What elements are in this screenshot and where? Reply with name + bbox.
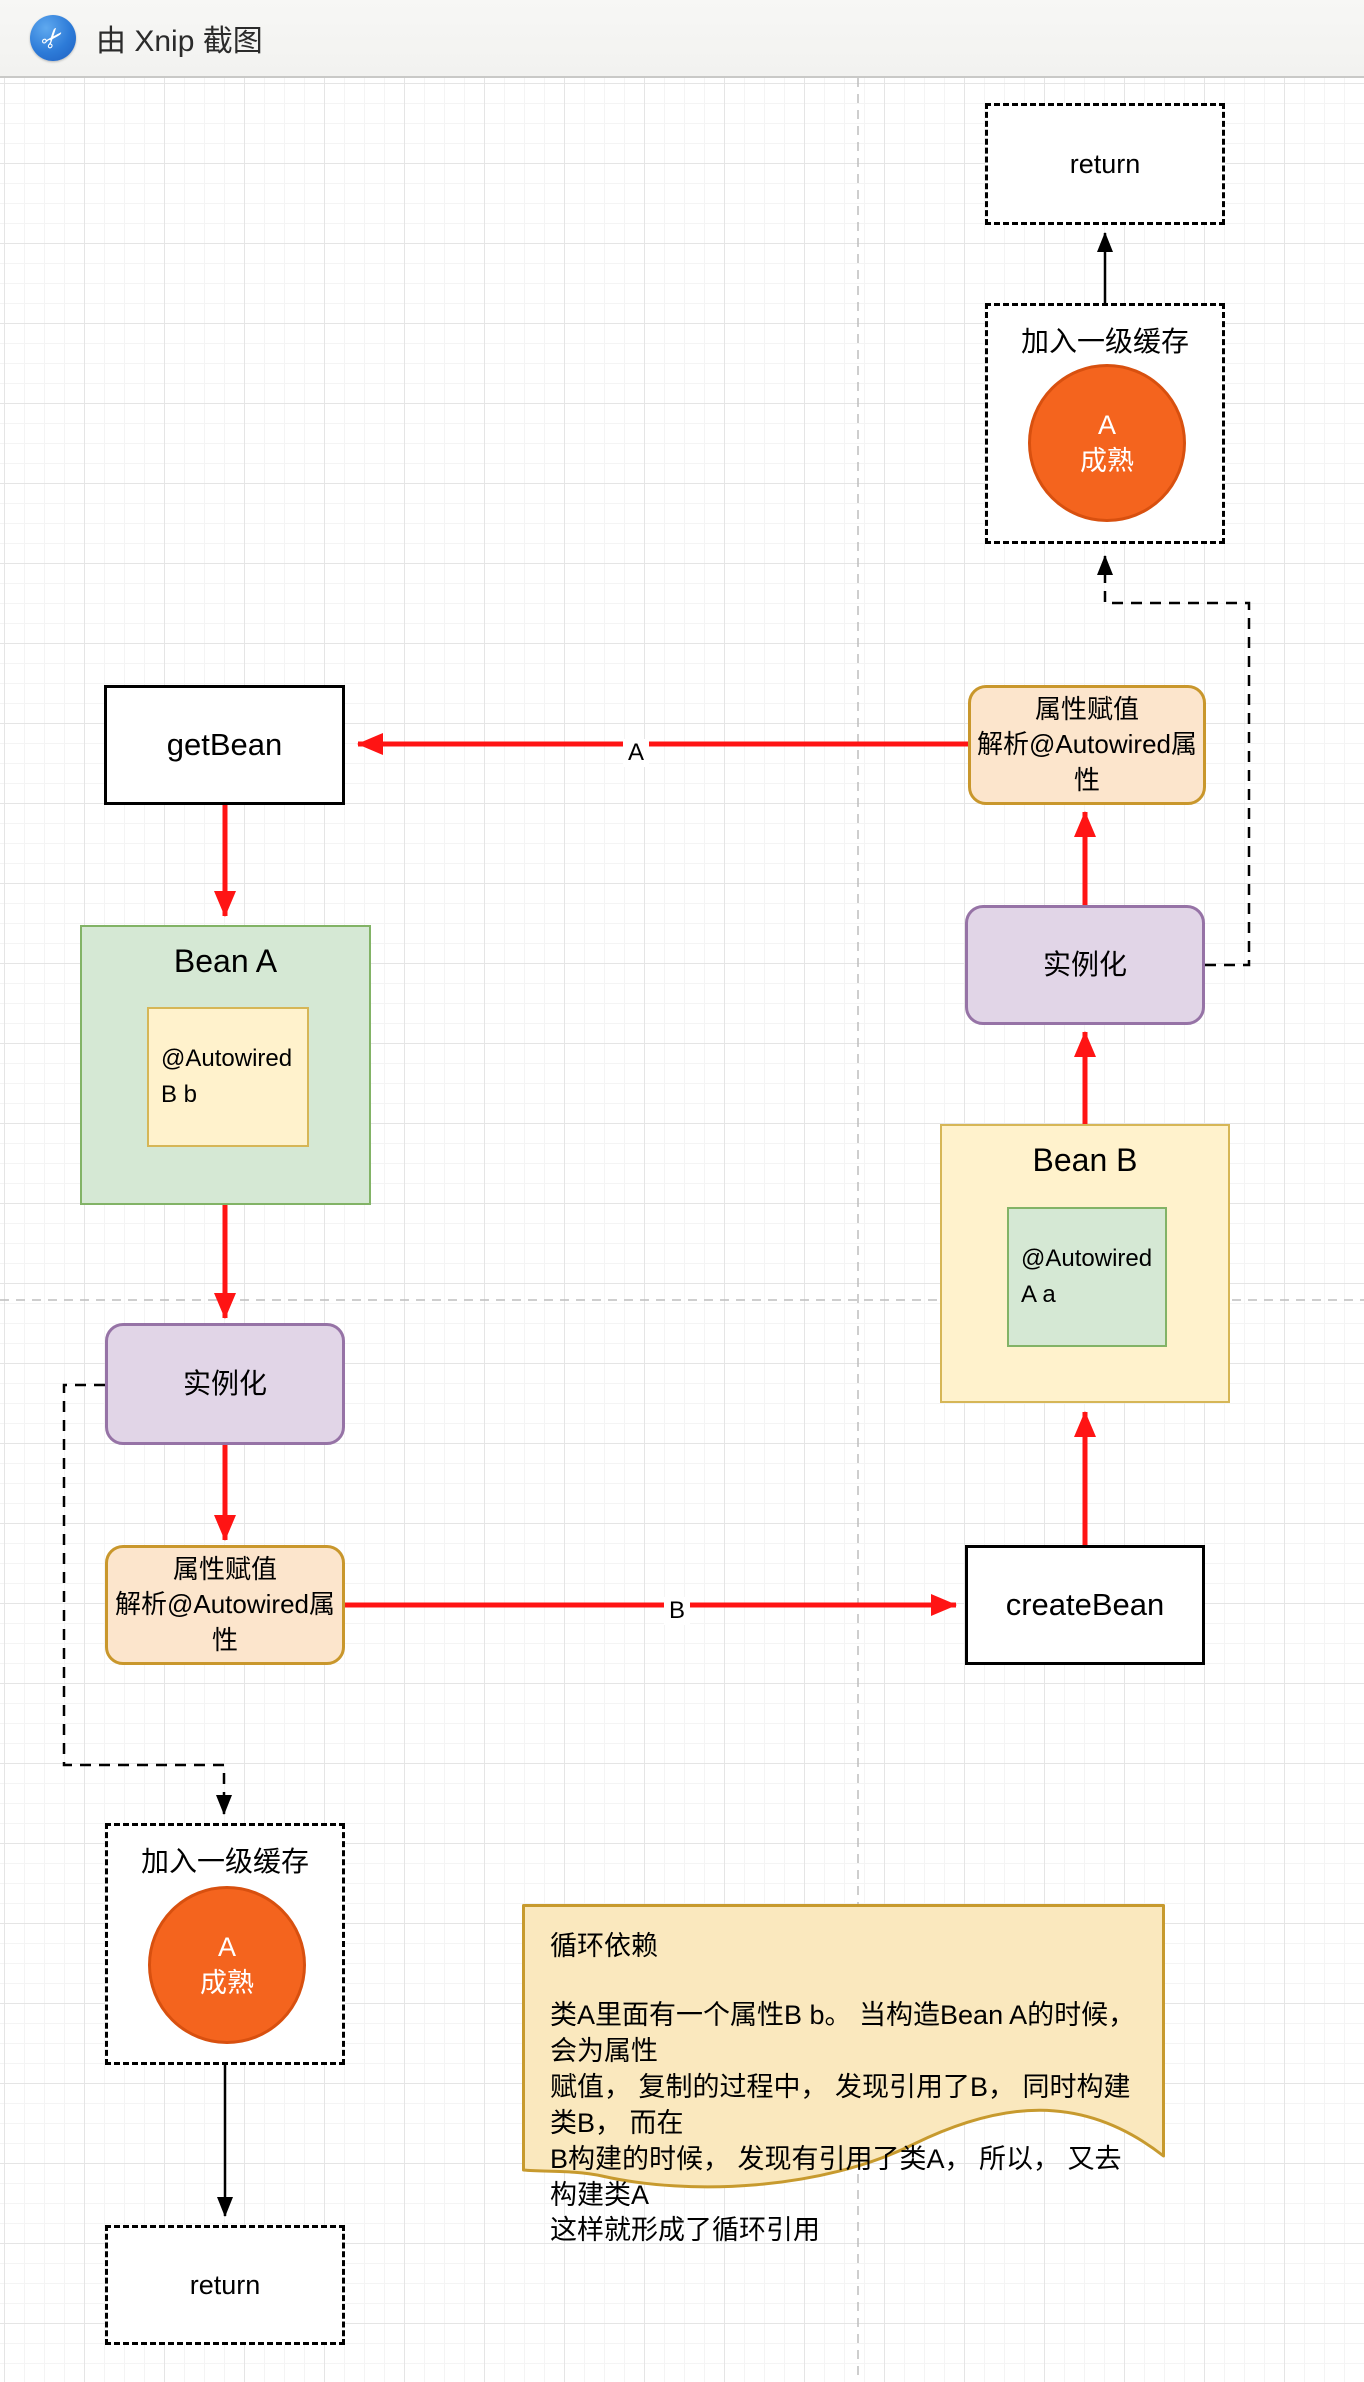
- createbean-label: createBean: [1005, 1587, 1165, 1622]
- prop-right-line1: 属性赋值: [1034, 694, 1139, 725]
- instantiate-right-label: 实例化: [1042, 949, 1127, 981]
- prop-left-line2: 解析@Autowired属性: [114, 1589, 335, 1655]
- node-getbean: getBean: [104, 685, 345, 805]
- node-bean-b: Bean B @Autowired A a: [940, 1124, 1230, 1403]
- node-cache-bottom: 加入一级缓存 A 成熟: [105, 1823, 345, 2065]
- black-dashed-connectors: [62, 555, 1251, 1815]
- circle-bottom-line2: 成熟: [200, 1968, 254, 1998]
- note-circular-dependency: 循环依赖 类A里面有一个属性B b。 当构造Bean A的时候， 会为属性 赋值…: [522, 1904, 1165, 2245]
- prop-left-line1: 属性赋值: [172, 1554, 277, 1585]
- note-title: 循环依赖: [550, 1931, 658, 1961]
- bean-b-field: A a: [1021, 1281, 1056, 1308]
- bean-a-title: Bean A: [173, 943, 278, 979]
- edge-label-b: B: [663, 1597, 691, 1625]
- bean-a-mature-circle-top: A 成熟: [1028, 364, 1186, 522]
- bean-a-mature-circle-bottom: A 成熟: [148, 1886, 306, 2044]
- node-createbean: createBean: [965, 1545, 1205, 1665]
- red-flow-arrows: [214, 733, 1096, 1616]
- dashed-instright-to-cachetop: [1097, 555, 1251, 967]
- note-body: 类A里面有一个属性B b。 当构造Bean A的时候， 会为属性 赋值， 复制的…: [550, 2000, 1136, 2246]
- bean-b-title: Bean B: [1032, 1142, 1138, 1178]
- return-bottom-label: return: [189, 2269, 261, 2300]
- edge-label-a: A: [622, 739, 650, 767]
- node-bean-a: Bean A @Autowired B b: [80, 925, 371, 1205]
- instantiate-left-label: 实例化: [182, 1368, 267, 1400]
- node-return-top: return: [985, 103, 1225, 225]
- note-shape: [522, 1904, 1165, 2189]
- bean-b-annotation: @Autowired: [1021, 1245, 1153, 1272]
- app-title: 由 Xnip 截图: [96, 25, 263, 58]
- node-prop-assign-right: 属性赋值 解析@Autowired属性: [968, 685, 1206, 805]
- circle-bottom-line1: A: [217, 1931, 236, 1962]
- getbean-label: getBean: [166, 727, 283, 762]
- return-top-label: return: [1069, 148, 1141, 179]
- cache-top-title: 加入一级缓存: [1020, 326, 1189, 357]
- cache-bottom-title: 加入一级缓存: [140, 1846, 309, 1877]
- black-solid-arrows: [217, 232, 1113, 2217]
- dashed-instleft-to-cachebottom: [62, 1383, 232, 1815]
- circle-top-line2: 成熟: [1080, 446, 1134, 476]
- node-return-bottom: return: [105, 2225, 345, 2345]
- node-prop-assign-left: 属性赋值 解析@Autowired属性: [105, 1545, 345, 1665]
- xnip-scissors-icon: ✂: [30, 15, 76, 61]
- prop-right-line2: 解析@Autowired属性: [976, 729, 1197, 795]
- node-instantiate-right: 实例化: [965, 905, 1205, 1025]
- bean-a-annotation: @Autowired: [161, 1045, 293, 1072]
- circle-top-line1: A: [1097, 409, 1116, 440]
- node-cache-top: 加入一级缓存 A 成熟: [985, 303, 1225, 544]
- titlebar: ✂ 由 Xnip 截图: [0, 0, 1364, 78]
- bean-b-field-box: @Autowired A a: [1007, 1207, 1167, 1347]
- bean-a-field-box: @Autowired B b: [147, 1007, 309, 1147]
- bean-a-field: B b: [161, 1081, 198, 1108]
- node-instantiate-left: 实例化: [105, 1323, 345, 1445]
